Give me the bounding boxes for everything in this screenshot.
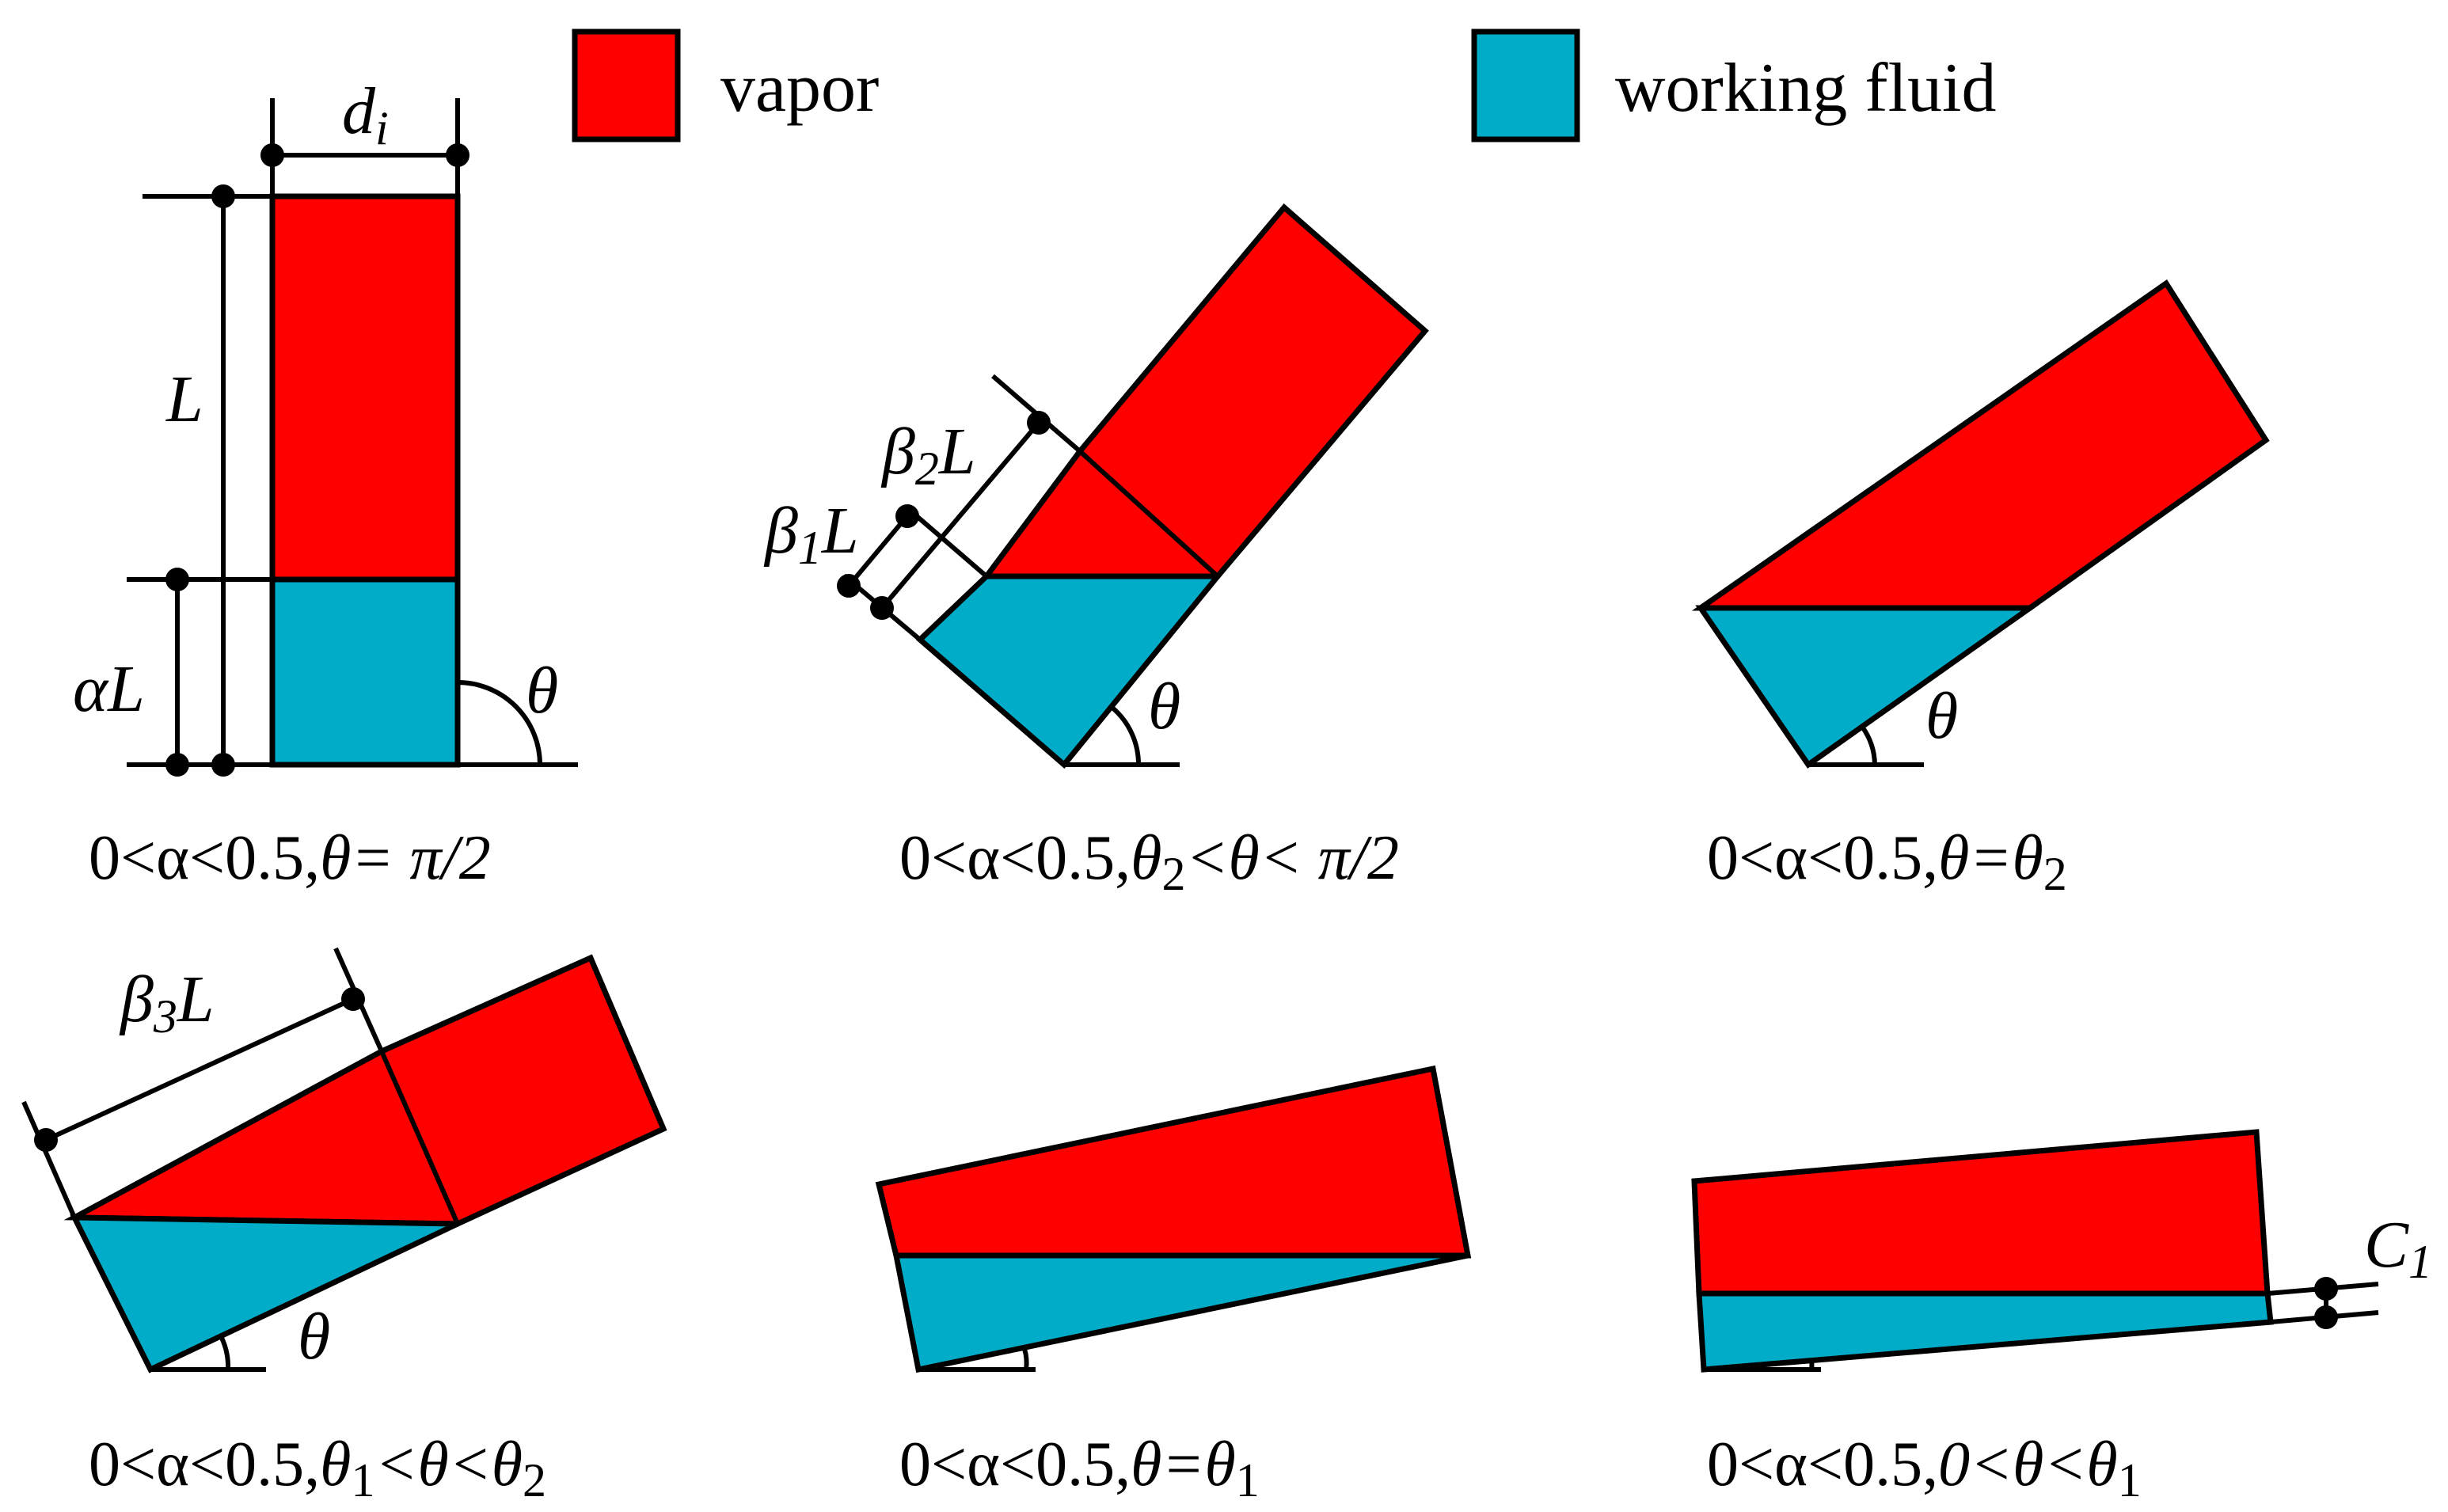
panel-steep-tilt: β2L β1L θ 0<α<0.5,θ2<θ< π/2	[763, 203, 1429, 900]
working-fluid-region	[269, 576, 461, 768]
working-fluid-region	[1695, 605, 2039, 769]
panel-below-theta1: C1 0<α<0.5,0<θ<θ1	[1691, 1129, 2432, 1506]
dimension-dot	[165, 568, 189, 591]
dimension-dot	[2314, 1277, 2338, 1301]
dimension-dot	[895, 504, 919, 528]
dimension-dot	[2314, 1305, 2338, 1329]
theta-label: θ	[298, 1300, 330, 1373]
panel-caption: 0<α<0.5,0<θ<θ1	[1707, 1430, 2142, 1506]
legend-working-fluid-swatch	[1471, 28, 1580, 142]
panel-caption: 0<α<0.5,θ=θ1	[899, 1430, 1260, 1506]
dimension-dot	[341, 987, 365, 1011]
working-fluid-region	[70, 1214, 459, 1373]
panel-theta1: 0<α<0.5,θ=θ1	[875, 1065, 1472, 1506]
dimension-line	[880, 421, 1041, 610]
panel-theta2: θ 0<α<0.5,θ=θ2	[1691, 279, 2270, 900]
beta1-l-label: β1L	[763, 494, 859, 574]
vapor-region	[875, 1065, 1472, 1259]
angle-arc	[1022, 1348, 1029, 1370]
panel-caption: 0<α<0.5,θ1<θ<θ2	[89, 1430, 546, 1506]
panel-vertical: di L αL θ 0<α<0.5,θ= π/2	[73, 74, 578, 893]
dimension-dot	[1027, 411, 1051, 435]
beta2-l-label: β2L	[880, 415, 976, 495]
vapor-region	[269, 193, 461, 583]
vapor-divider	[379, 1050, 460, 1225]
length-label: L	[165, 363, 203, 436]
panel-caption: 0<α<0.5,θ= π/2	[89, 823, 491, 893]
angle-arc	[1860, 725, 1877, 765]
c1-label: C1	[2364, 1208, 2432, 1288]
angle-arc	[457, 680, 542, 765]
dimension-dot	[837, 574, 861, 598]
vapor-region	[1691, 279, 2270, 611]
legend-working-fluid-label: working fluid	[1615, 50, 1997, 127]
dimension-dot	[870, 596, 894, 620]
dimension-line	[846, 516, 908, 587]
angle-arc	[1111, 705, 1142, 765]
dimension-dot	[446, 143, 469, 167]
angle-arc	[219, 1336, 231, 1370]
dimension-dot	[34, 1128, 58, 1152]
legend-vapor-swatch	[572, 28, 681, 142]
panel-theta1-to-theta2: β3L θ 0<α<0.5,θ1<θ<θ2	[21, 947, 667, 1506]
theta-label: θ	[1925, 679, 1958, 753]
panel-caption: 0<α<0.5,θ2<θ< π/2	[899, 823, 1399, 900]
vapor-region	[981, 203, 1429, 579]
dimension-line	[21, 1100, 77, 1219]
beta3-l-label: β3L	[119, 963, 215, 1043]
dimension-line	[44, 997, 355, 1142]
diameter-label: di	[342, 74, 389, 154]
theta-label: θ	[526, 654, 558, 728]
legend: vapor working fluid	[572, 28, 1997, 142]
theta-label: θ	[1148, 670, 1180, 743]
working-fluid-region	[892, 1252, 1469, 1373]
legend-vapor-label: vapor	[720, 50, 879, 127]
panel-caption: 0<α<0.5,θ=θ2	[1707, 823, 2067, 900]
dimension-line	[904, 504, 988, 579]
alpha-l-label: αL	[73, 652, 145, 726]
vapor-divider	[1078, 449, 1220, 579]
working-fluid-region	[1696, 1290, 2274, 1373]
dimension-dot	[211, 184, 235, 208]
vapor-region	[1691, 1129, 2271, 1297]
dimension-dot	[260, 143, 284, 167]
